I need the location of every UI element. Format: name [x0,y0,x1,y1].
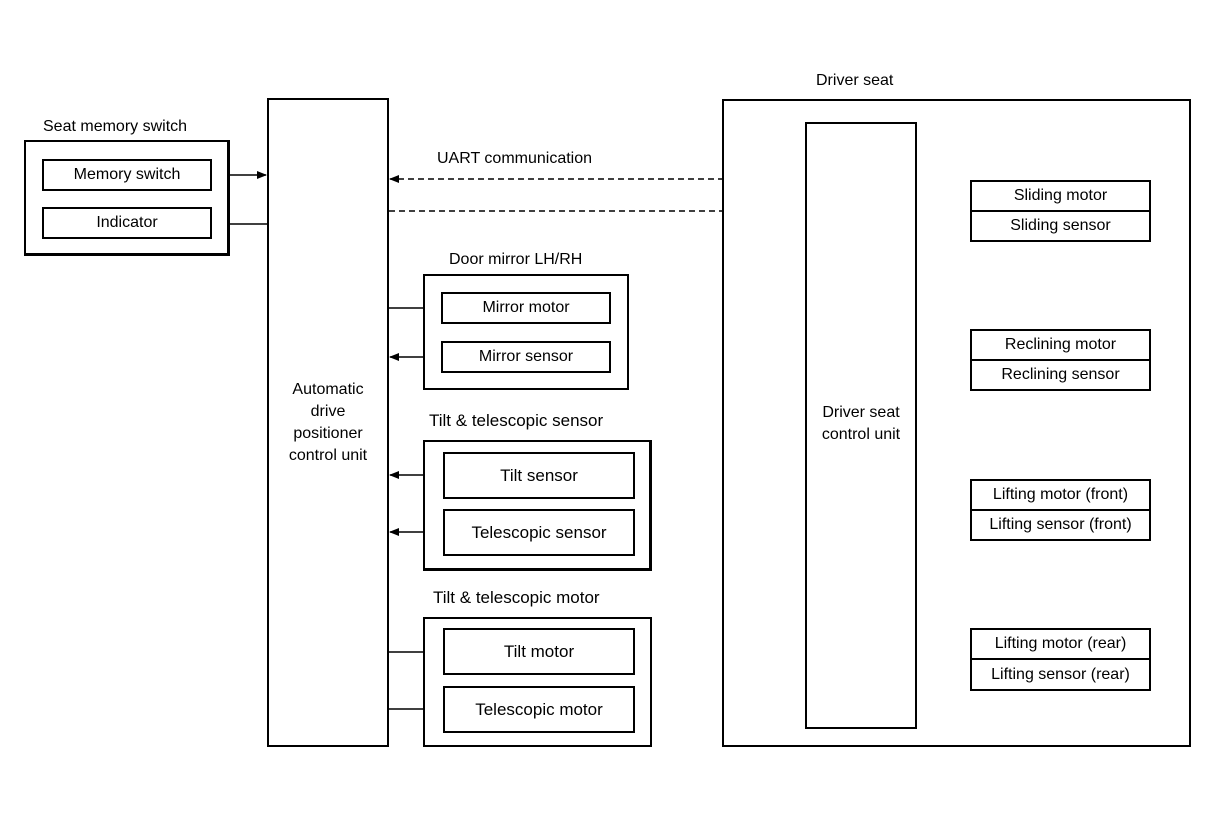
seat-memory-switch-title: Seat memory switch [43,118,188,135]
lifting-sensor-front-box: Lifting sensor (front) [970,509,1151,541]
driver-seat-title: Driver seat [816,72,894,89]
driver-seat-control-unit-label: Driver seat control unit [821,404,901,443]
tilt-tele-motor-title: Tilt & telescopic motor [433,588,600,607]
sliding-motor-box: Sliding motor [970,180,1151,212]
lifting-sensor-rear-box: Lifting sensor (rear) [970,658,1151,691]
adp-control-unit-label: Automatic drive positioner control unit [288,381,368,464]
sliding-sensor-box: Sliding sensor [970,210,1151,242]
indicator-box: Indicator [42,207,212,239]
door-mirror-title: Door mirror LH/RH [449,251,583,268]
lifting-motor-front-box: Lifting motor (front) [970,479,1151,511]
driver-seat-control-unit [805,122,917,729]
adp-control-unit [267,98,389,747]
mirror-motor-box: Mirror motor [441,292,611,324]
telescopic-sensor-box: Telescopic sensor [443,509,635,556]
mirror-sensor-box: Mirror sensor [441,341,611,373]
uart-label: UART communication [437,150,593,167]
tilt-tele-sensor-title: Tilt & telescopic sensor [429,411,604,430]
reclining-motor-box: Reclining motor [970,329,1151,361]
tilt-sensor-box: Tilt sensor [443,452,635,499]
reclining-sensor-box: Reclining sensor [970,359,1151,391]
memory-switch-box: Memory switch [42,159,212,191]
lifting-motor-rear-box: Lifting motor (rear) [970,628,1151,660]
tilt-motor-box: Tilt motor [443,628,635,675]
telescopic-motor-box: Telescopic motor [443,686,635,733]
